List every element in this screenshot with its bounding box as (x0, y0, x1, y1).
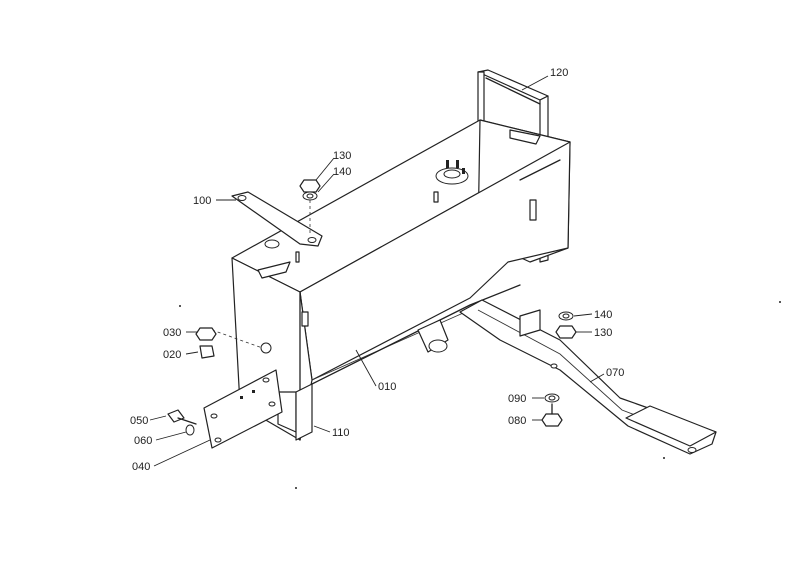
callout-100: 100 (193, 195, 211, 207)
washer-090 (544, 393, 560, 403)
mounting-plate-040 (203, 369, 283, 449)
callout-020: 020 (163, 349, 181, 361)
support-bracket-110 (277, 383, 313, 441)
callout-140-top: 140 (333, 166, 351, 178)
nut-030 (195, 327, 217, 341)
callout-130-top: 130 (333, 150, 351, 162)
callout-010: 010 (378, 381, 396, 393)
support-bar-070 (459, 299, 717, 455)
callout-040: 040 (132, 461, 150, 473)
callout-140-right: 140 (594, 309, 612, 321)
bolt-050 (167, 409, 197, 425)
strap-100 (231, 191, 323, 247)
washer-060 (185, 424, 195, 436)
callout-050: 050 (130, 415, 148, 427)
washer-020 (199, 345, 215, 359)
callout-120: 120 (550, 67, 568, 79)
callout-070: 070 (606, 367, 624, 379)
leader-lines (149, 75, 605, 467)
callout-030: 030 (163, 327, 181, 339)
callout-060: 060 (134, 435, 152, 447)
callout-130-right: 130 (594, 327, 612, 339)
nut-washer-stack-right (555, 311, 577, 339)
callout-labels: 100 120 130 140 030 020 010 050 060 040 … (130, 67, 624, 473)
callout-080: 080 (508, 415, 526, 427)
callout-090: 090 (508, 393, 526, 405)
callout-110: 110 (332, 427, 350, 439)
bolt-080 (541, 403, 563, 427)
